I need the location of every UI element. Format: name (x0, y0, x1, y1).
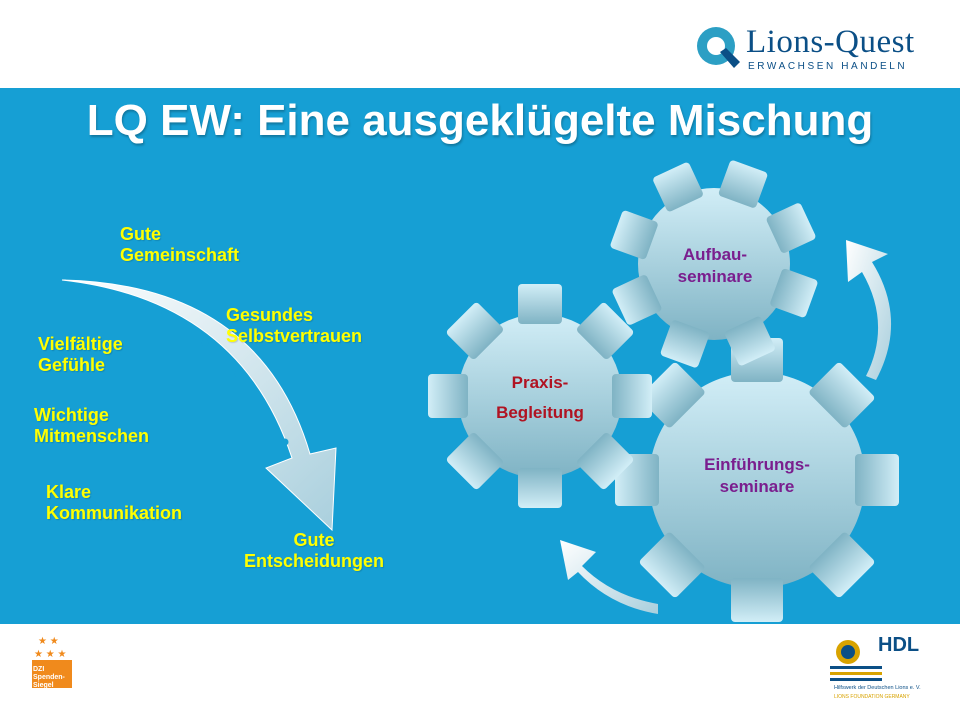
logo-name: Lions-Quest (746, 24, 915, 60)
footer-band (0, 624, 960, 720)
header-band (0, 0, 960, 88)
svg-text:★ ★: ★ ★ (38, 636, 59, 647)
gear-label-aufbau: Aufbau- seminare (677, 245, 753, 286)
hdl-foundation: LIONS FOUNDATION GERMANY (834, 694, 910, 700)
dzi-seal-icon: ★ ★ ★ ★ ★ (30, 630, 74, 690)
arrow-dot (161, 309, 169, 317)
gear-praxis (428, 284, 652, 508)
page-title: LQ EW: Eine ausgeklügelte Mischung (86, 96, 874, 145)
gear-einfuehrung (615, 338, 899, 622)
hdl-logo: HDL Hilfswerk der Deutschen Lions e. V. … (826, 632, 936, 712)
arrow-dot (234, 370, 242, 378)
logo-tagline: ERWACHSEN HANDELN (748, 61, 908, 72)
lions-quest-emblem-icon (697, 27, 740, 68)
curved-arrow (61, 279, 337, 532)
label-wichtige-mitmenschen: Wichtige Mitmenschen (34, 405, 150, 446)
label-gute-entscheidungen: Gute Entscheidungen (244, 530, 385, 571)
label-klare-kommunikation: Klare Kommunikation (46, 482, 183, 523)
hdl-name: HDL (878, 634, 920, 656)
gear-aufbau (610, 160, 818, 368)
cycle-arrow-right (846, 240, 892, 380)
hdl-subtitle: Hilfswerk der Deutschen Lions e. V. (834, 685, 921, 691)
cycle-arrow-bottom (560, 540, 658, 614)
label-vielfaeltige-gefuehle: Vielfältige Gefühle (38, 334, 123, 375)
gear-label-einfuehrung: Einführungs- seminare (704, 455, 810, 496)
lions-quest-logo: Lions-Quest ERWACHSEN HANDELN (694, 22, 914, 72)
arrow-dot (281, 438, 289, 446)
hdl-emblem-icon (830, 640, 882, 681)
gear-label-praxis: Praxis- Begleitung (496, 373, 584, 422)
label-gesundes-selbstvertrauen: Gesundes Selbstvertrauen (226, 305, 363, 346)
label-gute-gemeinschaft: Gute Gemeinschaft (120, 224, 240, 265)
dzi-seal-text: DZI Spenden- Siegel (33, 666, 65, 689)
arrow-dot (201, 339, 209, 347)
dzi-seal: ★ ★ ★ ★ ★ DZI Spenden- Siegel (30, 630, 74, 690)
arrow-dot (260, 403, 268, 411)
svg-text:★ ★ ★: ★ ★ ★ (34, 649, 66, 660)
